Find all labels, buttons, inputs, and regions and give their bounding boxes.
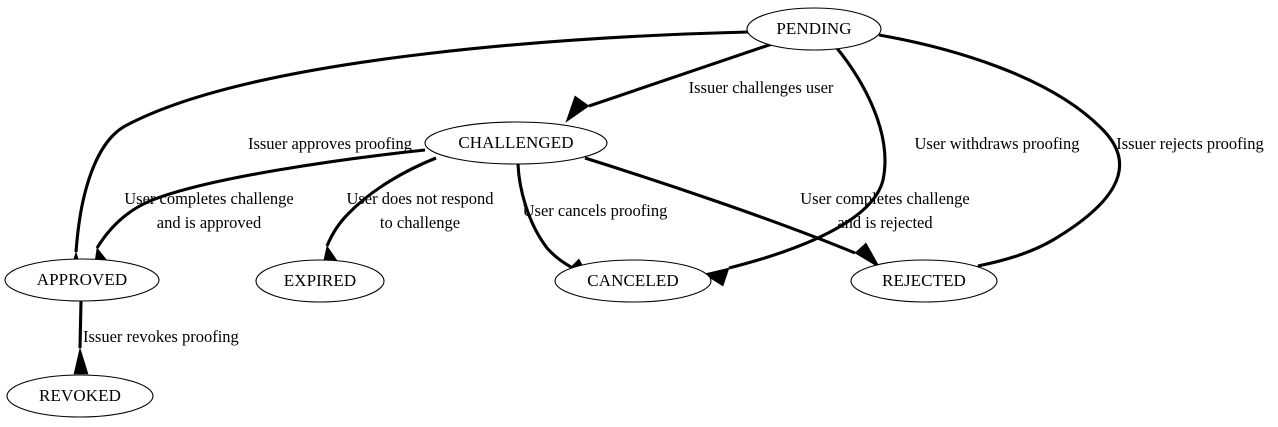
node-expired[interactable]: EXPIRED <box>255 259 385 303</box>
node-label-expired: EXPIRED <box>284 271 356 290</box>
node-label-rejected: REJECTED <box>882 271 966 290</box>
node-label-approved: APPROVED <box>37 270 128 289</box>
edge-pending-to-challenged <box>565 42 773 123</box>
edge-label-challenged-to-rejected: User completes challenge and is rejected <box>800 189 970 232</box>
edge-label-line: User completes challenge <box>800 189 970 208</box>
edge-label-line: Issuer challenges user <box>689 78 834 97</box>
edge-label-pending-to-challenged: Issuer challenges user <box>689 78 834 97</box>
edge-label-pending-to-rejected: Issuer rejects proofing <box>1116 134 1264 153</box>
node-shape[interactable] <box>746 7 882 51</box>
node-revoked[interactable]: REVOKED <box>6 374 154 418</box>
arrowhead-icon <box>73 346 89 375</box>
edge-pending-to-canceled <box>703 46 887 287</box>
edge-label-challenged-to-canceled: User cancels proofing <box>523 201 668 220</box>
node-shape[interactable] <box>850 259 998 303</box>
nodes-layer: PENDING CHALLENGED APPROVED EXPIRED CANCELED… <box>4 7 998 418</box>
edge-label-pending-to-canceled: User withdraws proofing <box>915 134 1080 153</box>
edge-label-line: Issuer approves proofing <box>248 134 412 153</box>
arrowhead-icon <box>854 242 881 269</box>
edge-label-line: Issuer revokes proofing <box>83 327 239 346</box>
edge-line <box>584 156 856 255</box>
edge-label-line: User cancels proofing <box>523 201 668 220</box>
node-shape[interactable] <box>255 259 385 303</box>
node-shape[interactable] <box>6 374 154 418</box>
edge-challenged-to-rejected <box>584 156 881 269</box>
edge-line <box>74 30 749 253</box>
edge-label-line: User does not respond <box>346 189 494 208</box>
edge-label-pending-to-approved: Issuer approves proofing <box>248 134 412 153</box>
node-label-pending: PENDING <box>776 19 851 38</box>
edge-label-line: Issuer rejects proofing <box>1116 134 1264 153</box>
node-canceled[interactable]: CANCELED <box>554 259 712 303</box>
node-challenged[interactable]: CHALLENGED <box>424 121 608 165</box>
node-pending[interactable]: PENDING <box>746 7 882 51</box>
node-shape[interactable] <box>424 121 608 165</box>
node-shape[interactable] <box>554 259 712 303</box>
arrowhead-icon <box>703 267 730 287</box>
node-label-canceled: CANCELED <box>587 271 678 290</box>
edge-label-challenged-to-expired: User does not respond to challenge <box>346 189 494 232</box>
edge-pending-to-rejected <box>878 33 1122 284</box>
node-rejected[interactable]: REJECTED <box>850 259 998 303</box>
edge-line <box>588 42 773 108</box>
edge-label-line: User completes challenge <box>124 189 294 208</box>
edge-approved-to-revoked <box>73 300 89 375</box>
edge-line <box>516 163 572 269</box>
edge-line <box>728 46 887 270</box>
edge-label-challenged-to-approved: User completes challenge and is approved <box>124 189 294 232</box>
edge-line <box>95 148 426 249</box>
edge-line <box>325 156 437 247</box>
node-approved[interactable]: APPROVED <box>4 258 160 302</box>
edge-label-line: and is rejected <box>837 213 933 232</box>
edge-label-line: to challenge <box>380 213 460 232</box>
edge-line <box>878 33 1122 268</box>
edge-pending-to-approved <box>67 30 749 279</box>
edge-label-approved-to-revoked: Issuer revokes proofing <box>83 327 239 346</box>
edge-label-line: User withdraws proofing <box>915 134 1080 153</box>
node-label-revoked: REVOKED <box>39 386 121 405</box>
arrowhead-icon <box>565 95 590 123</box>
edge-label-line: and is approved <box>157 213 262 232</box>
node-shape[interactable] <box>4 258 160 302</box>
edge-line <box>78 300 83 349</box>
node-label-challenged: CHALLENGED <box>458 133 573 152</box>
